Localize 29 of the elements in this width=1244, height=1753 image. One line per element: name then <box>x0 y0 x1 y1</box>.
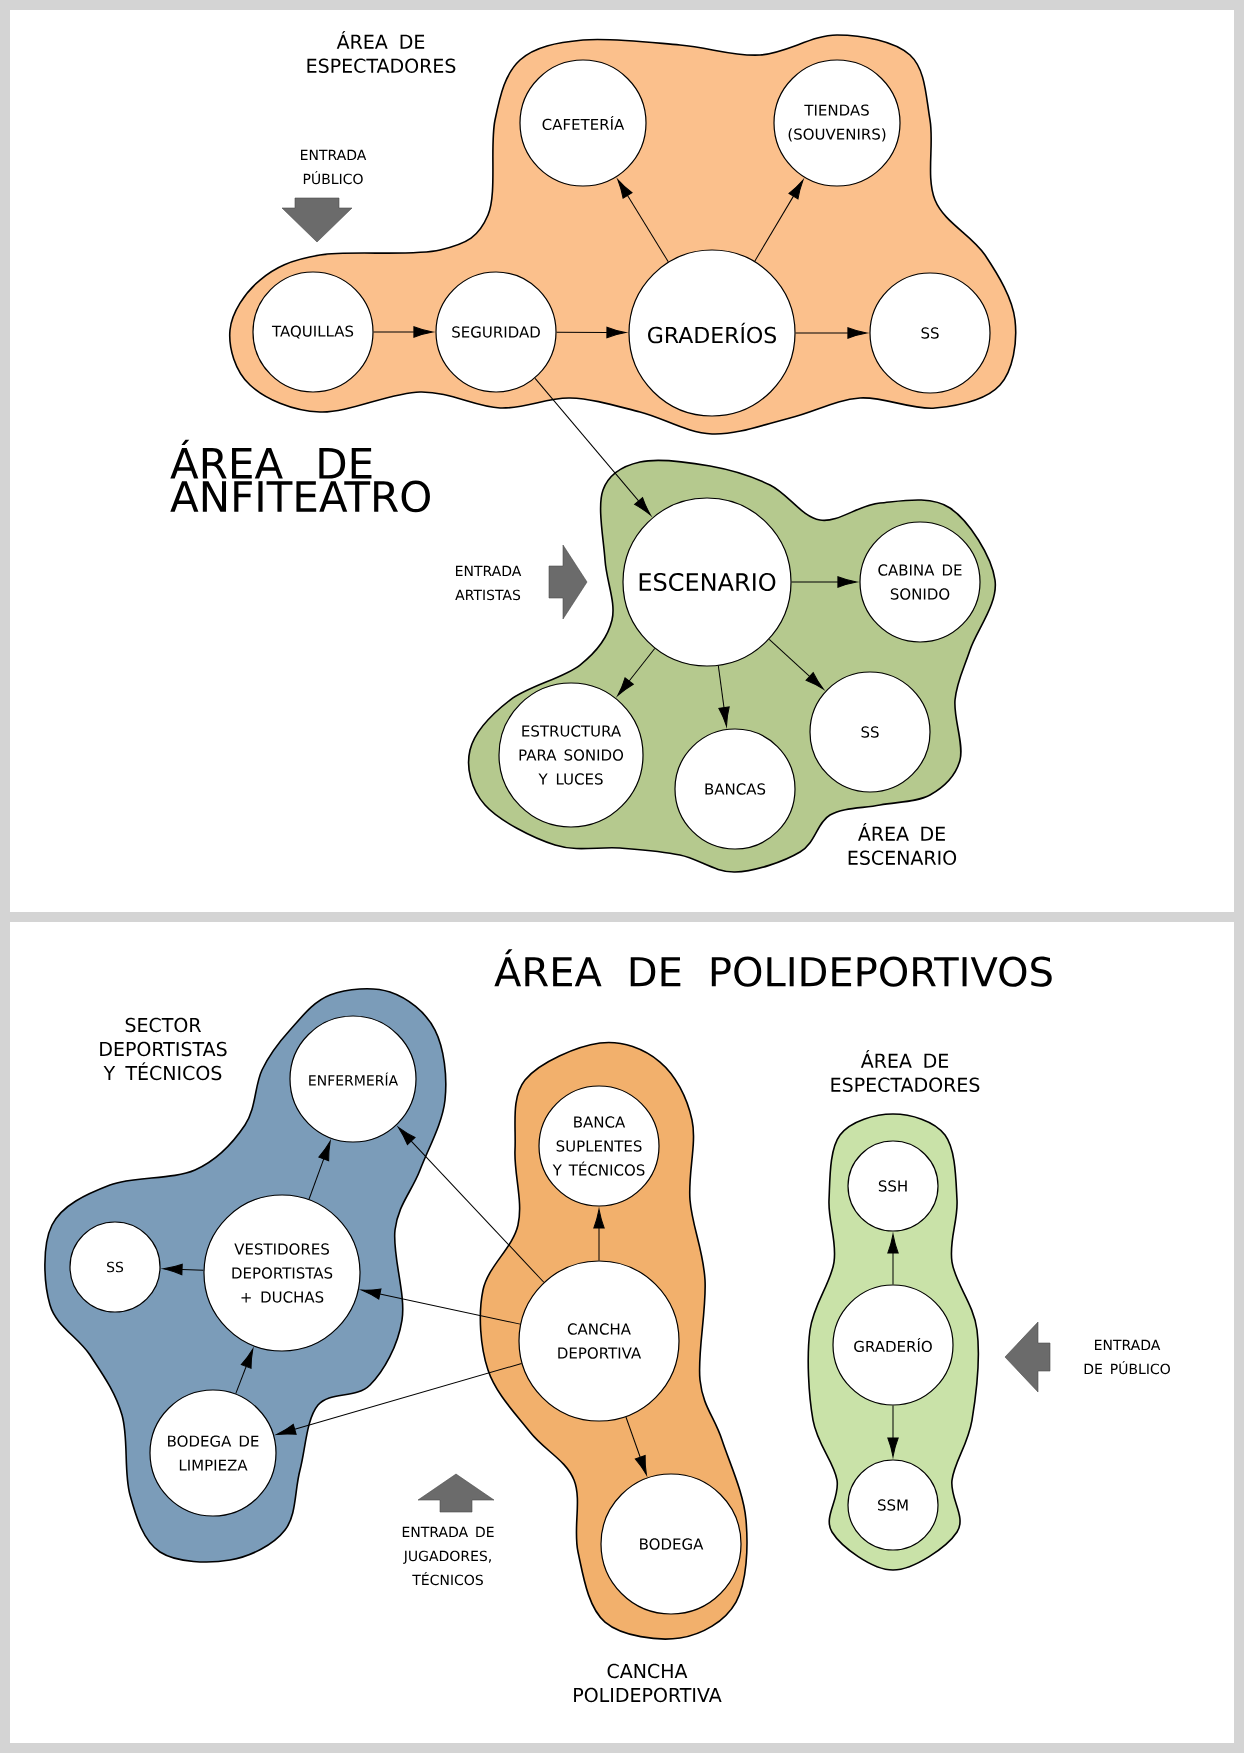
arrow <box>162 1263 204 1276</box>
arrow <box>887 1405 899 1458</box>
arrow <box>308 1140 331 1200</box>
entrance-label: ENTRADA DE JUGADORES, TÉCNICOS <box>402 1526 494 1586</box>
zone-heading: CANCHA POLIDEPORTIVA <box>574 1663 722 1703</box>
arrow <box>617 648 656 697</box>
arrow <box>887 1233 899 1285</box>
arrow <box>768 638 824 690</box>
arrow <box>717 665 730 727</box>
arrow <box>617 179 669 263</box>
zone-heading: ÁREA DE ESCENARIO <box>848 823 957 865</box>
arrow <box>556 326 627 339</box>
entrance-label: ENTRADA PÚBLICO <box>301 149 367 185</box>
arrow <box>534 377 652 516</box>
arrow <box>795 327 868 339</box>
section-title: ÁREA DE POLIDEPORTIVOS <box>494 949 1052 987</box>
entrance-label: ENTRADA ARTISTAS <box>455 565 522 601</box>
arrow <box>593 1208 605 1261</box>
arrow <box>754 179 804 262</box>
entrance-label: ENTRADA DE PÚBLICO <box>1084 1339 1170 1375</box>
zone-heading: ÁREA DE ESPECTADORES <box>307 31 456 73</box>
arrow <box>235 1348 254 1395</box>
arrow <box>625 1416 647 1476</box>
arrow <box>397 1126 545 1283</box>
arrow <box>791 576 858 588</box>
zone-heading: ÁREA DE ESPECTADORES <box>831 1050 980 1092</box>
arrow <box>373 326 434 338</box>
zone-heading: SECTOR DEPORTISTAS Y TÉCNICOS <box>100 1017 227 1081</box>
section-title: ÁREA DE ANFITEATRO <box>170 439 430 513</box>
